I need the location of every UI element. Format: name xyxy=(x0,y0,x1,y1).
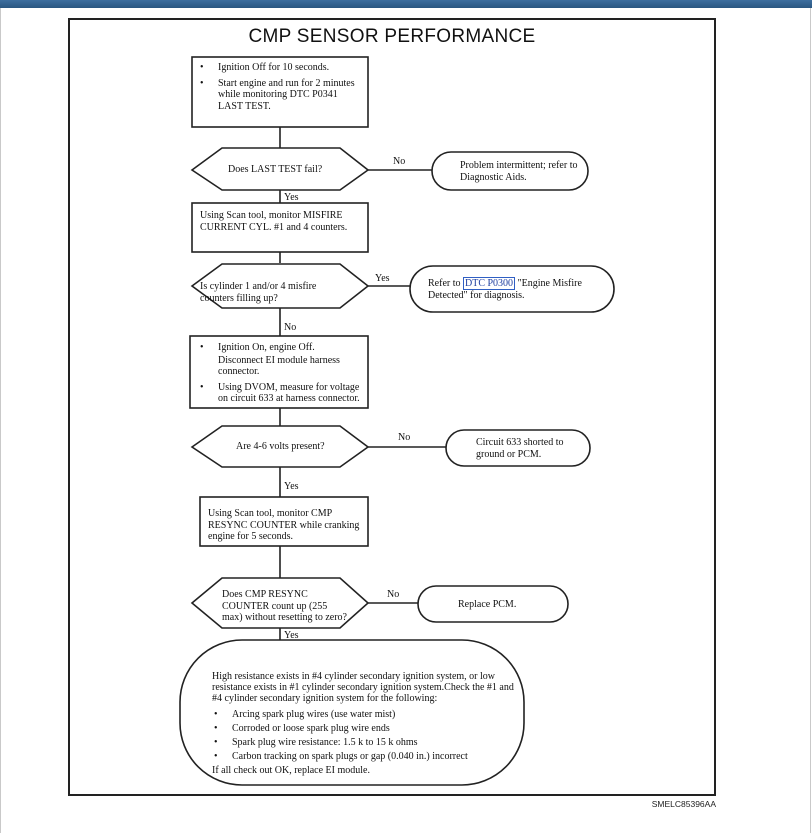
result-3-text: Circuit 633 shorted to ground or PCM. xyxy=(476,437,564,460)
result-oval-4 xyxy=(417,585,569,623)
step-box-3 xyxy=(189,335,369,409)
figure-code: SMELC85396AA xyxy=(651,799,716,809)
diagram-title: CMP SENSOR PERFORMANCE xyxy=(248,26,536,47)
step-3-bullet: Using DVOM, measure for voltage on circu… xyxy=(198,382,364,405)
decision-3-no-label: No xyxy=(398,432,411,443)
window-title-bar xyxy=(0,0,812,8)
step-box-4 xyxy=(199,496,369,547)
final-outro: If all check out OK, replace EI module. xyxy=(212,765,370,776)
result-1-text: Problem intermittent; refer to Diagnosti… xyxy=(460,160,578,183)
decision-4-question: Does CMP RESYNC COUNTER count up (255 ma… xyxy=(222,589,347,623)
decision-2-yes-label: Yes xyxy=(375,273,390,284)
page-edge-left xyxy=(0,8,1,833)
decision-2-no-label: No xyxy=(284,322,297,333)
result-oval-1 xyxy=(431,151,589,191)
step-4-text: Using Scan tool, monitor CMP RESYNC COUN… xyxy=(208,508,360,542)
decision-3-question: Are 4-6 volts present? xyxy=(236,441,325,452)
final-check-item: Spark plug wire resistance: 1.5 k to 15 … xyxy=(212,737,516,748)
final-intro: High resistance exists in #4 cylinder se… xyxy=(212,671,514,704)
step-3-subline: Disconnect EI module harness connector. xyxy=(218,354,340,378)
result-4-text: Replace PCM. xyxy=(458,599,517,610)
diagram-frame xyxy=(68,18,716,796)
decision-4-yes-label: Yes xyxy=(284,630,299,641)
dtc-p0300-link[interactable]: DTC P0300 xyxy=(463,277,516,290)
decision-1-question: Does LAST TEST fail? xyxy=(228,164,323,175)
final-check-item: Arcing spark plug wires (use water mist) xyxy=(212,709,516,720)
decision-1-no-label: No xyxy=(393,156,406,167)
step-1-bullet: Start engine and run for 2 minutes while… xyxy=(198,78,364,113)
final-check-item: Carbon tracking on spark plugs or gap (0… xyxy=(212,751,516,762)
step-1-bullet: Ignition Off for 10 seconds. xyxy=(198,62,364,74)
final-terminal-oval xyxy=(179,639,525,786)
step-2-text: Using Scan tool, monitor MISFIRE CURRENT… xyxy=(200,210,348,233)
step-1-text: Ignition Off for 10 seconds. Start engin… xyxy=(198,62,364,116)
page-edge-right xyxy=(810,8,811,833)
result-2-text-before: Refer to xyxy=(428,278,463,289)
decision-4-no-label: No xyxy=(387,589,400,600)
result-2-text-after: "Engine Misfire Detected" for diagnosis. xyxy=(428,278,582,301)
result-oval-2 xyxy=(409,265,615,313)
final-check-item: Corroded or loose spark plug wire ends xyxy=(212,723,516,734)
decision-1-yes-label: Yes xyxy=(284,192,299,203)
step-3-bullet: Ignition On, engine Off. xyxy=(198,342,364,354)
decision-2-question: Is cylinder 1 and/or 4 misfire counters … xyxy=(200,281,317,304)
result-oval-3 xyxy=(445,429,591,467)
step-3-text: Ignition On, engine Off. Disconnect EI m… xyxy=(198,342,364,409)
final-text: High resistance exists in #4 cylinder se… xyxy=(212,671,516,776)
result-2-text: Refer to DTC P0300 "Engine Misfire Detec… xyxy=(428,277,604,301)
decision-3-yes-label: Yes xyxy=(284,481,299,492)
